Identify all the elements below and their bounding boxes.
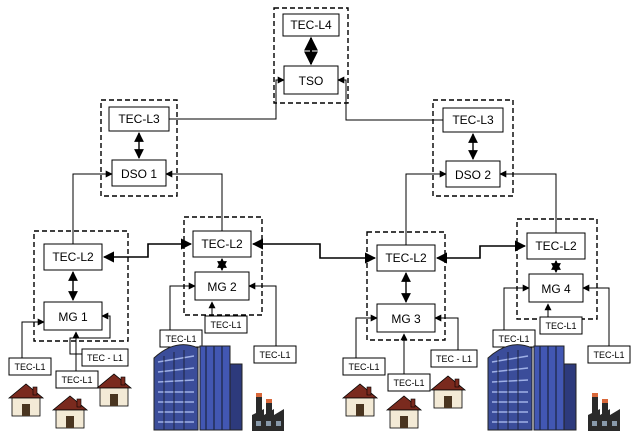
mg1-group: TEC-L2 MG 1: [33, 230, 129, 342]
dso2-tec-l3-label: TEC-L3: [452, 113, 494, 127]
mg2-label: MG 2: [207, 280, 237, 294]
mg4-tec-l1-units: TEC-L1 TEC-L1 TEC-L1: [487, 284, 631, 431]
mg4-group: TEC-L2 MG 4: [516, 218, 598, 320]
factory-icon: [252, 393, 284, 431]
tec-l1-box[interactable]: [430, 349, 478, 368]
tec-l1-box[interactable]: [387, 373, 431, 392]
house-icon: [386, 395, 422, 429]
tec-l1-label: TEC-L1: [545, 321, 576, 331]
tec-l1-label: TEC-L1: [393, 378, 424, 388]
tec-l1-label: TEC-L1: [498, 334, 529, 344]
tec-l1-label: TEC-L1: [210, 320, 241, 330]
mg1-label: MG 1: [58, 310, 88, 324]
mg2-tec-l2-label: TEC-L2: [201, 237, 243, 251]
dso1-box[interactable]: [111, 159, 167, 187]
tec-l1-box[interactable]: [81, 348, 129, 367]
tec-l1-box[interactable]: [342, 357, 386, 376]
mg4-tec-l2-label: TEC-L2: [535, 239, 577, 253]
tec-l1-label: TEC-L1: [259, 350, 290, 360]
mg3-tec-l2-label: TEC-L2: [385, 251, 427, 265]
tec-l1-box[interactable]: [204, 315, 248, 334]
office-buildings-icon: [153, 343, 243, 431]
house-icon: [8, 383, 44, 417]
dso2-group: TEC-L3 DSO 2: [432, 99, 514, 197]
tec-l1-label: TEC-L1: [14, 362, 45, 372]
mg3-tec-l2-box[interactable]: [376, 244, 436, 272]
mg2-tec-l1-units: TEC-L1 TEC-L1 TEC-L1: [153, 282, 297, 431]
mg3-box[interactable]: [376, 303, 436, 333]
house-icon: [430, 375, 466, 409]
dso1-group: TEC-L3 DSO 1: [100, 99, 178, 197]
tec-l1-label: TEC-L1: [165, 334, 196, 344]
office-buildings-icon: [487, 343, 577, 431]
tec-l1-label: TEC - L1: [436, 354, 472, 364]
tec-l1-box[interactable]: [8, 357, 52, 376]
mg3-label: MG 3: [391, 312, 421, 326]
house-icon: [52, 395, 88, 429]
tso-label: TSO: [299, 74, 324, 88]
dso1-label: DSO 1: [121, 167, 157, 181]
dso2-label: DSO 2: [455, 168, 491, 182]
mg4-tec-l2-box[interactable]: [526, 232, 586, 260]
tec-l1-label: TEC-L1: [61, 375, 92, 385]
tso-group: TEC-L4 TSO: [273, 7, 349, 104]
mg3-tec-l1-units: TEC-L1 TEC-L1 TEC - L1: [342, 314, 478, 429]
tec-l1-label: TEC-L1: [348, 362, 379, 372]
dso1-tec-l3-label: TEC-L3: [118, 112, 160, 126]
mg2-tec-l2-box[interactable]: [192, 230, 252, 258]
house-icon: [96, 373, 132, 407]
mg2-group: TEC-L2 MG 2: [183, 216, 263, 316]
tec-l1-label: TEC-L1: [593, 350, 624, 360]
mg1-tec-l1-units: TEC-L1 TEC-L1 TEC - L1: [8, 312, 132, 429]
tec-l1-box[interactable]: [539, 316, 583, 335]
mg3-group: TEC-L2 MG 3: [366, 231, 446, 341]
mg1-tec-l2-label: TEC-L2: [52, 250, 94, 264]
house-icon: [342, 383, 378, 417]
mg4-label: MG 4: [541, 282, 571, 296]
tec-l1-box[interactable]: [253, 345, 297, 364]
tec-l4-label: TEC-L4: [290, 18, 332, 32]
tso-box[interactable]: [283, 65, 339, 95]
mg1-tec-l2-box[interactable]: [43, 243, 103, 271]
tec-l1-label: TEC - L1: [87, 353, 123, 363]
tec-l1-box[interactable]: [55, 370, 99, 389]
factory-icon: [588, 393, 620, 431]
tec-l4-box[interactable]: [282, 13, 340, 37]
